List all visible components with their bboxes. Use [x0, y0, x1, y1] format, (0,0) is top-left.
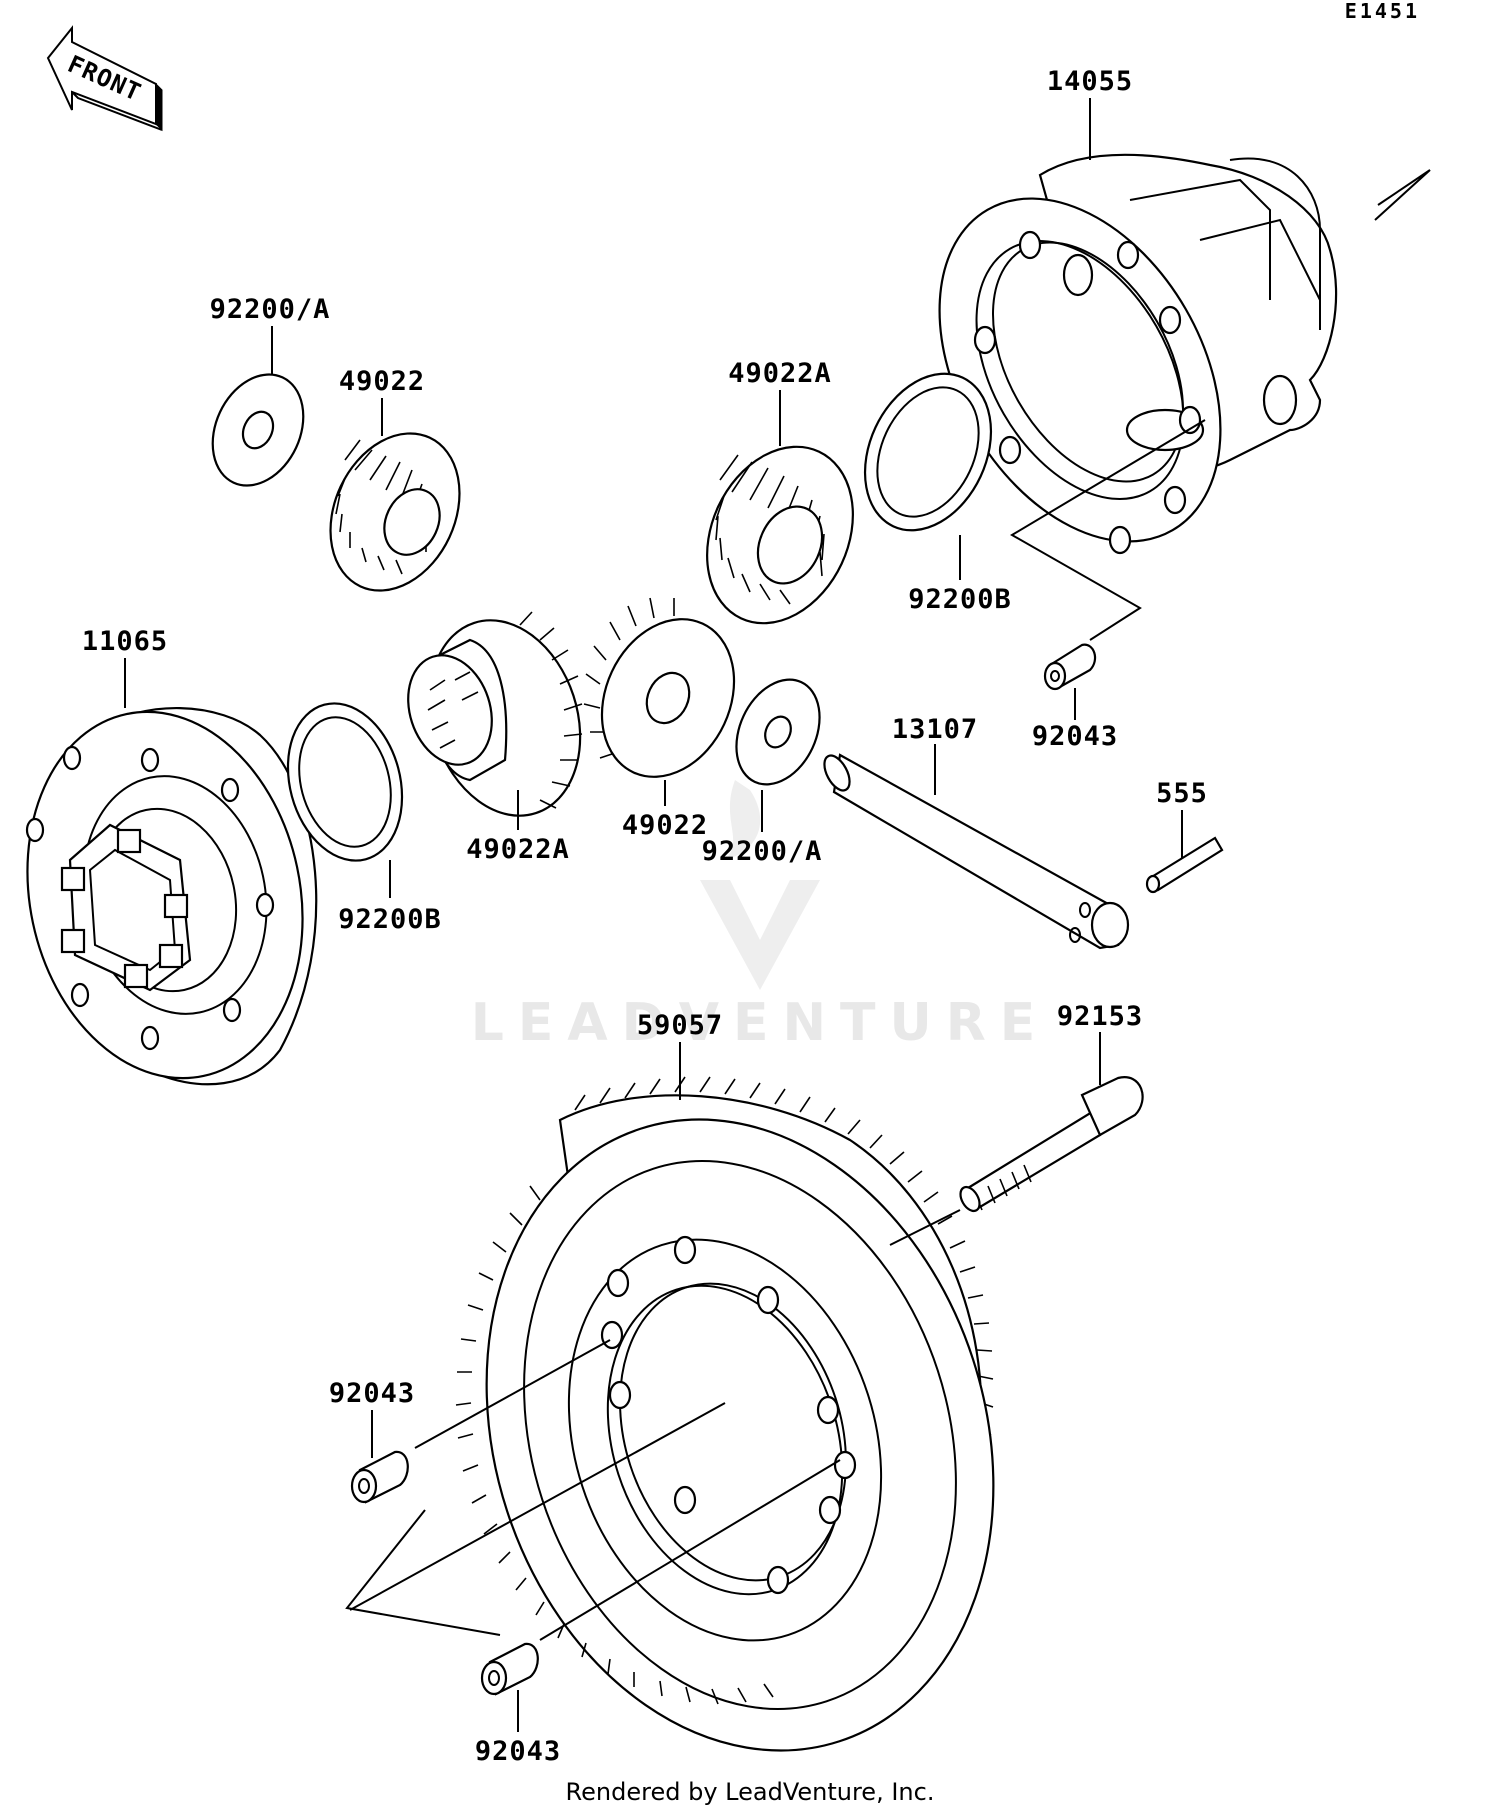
drawing-code: E1451: [1345, 0, 1420, 23]
dowel-bottom: [480, 1642, 539, 1696]
label-92043-left: 92043: [329, 1378, 415, 1409]
pin-upper: [1043, 643, 1097, 691]
bevel-gear-upper: [329, 432, 461, 592]
watermark-text: LEADVENTURE: [471, 993, 1050, 1053]
dowel-left: [350, 1450, 409, 1504]
front-arrow-icon: FRONT: [46, 25, 163, 132]
bolt: [889, 1076, 1144, 1246]
label-92200b-lower: 92200B: [338, 904, 442, 935]
label-14055: 14055: [1047, 66, 1133, 97]
label-92043-bottom: 92043: [475, 1736, 561, 1767]
label-59057: 59057: [637, 1010, 723, 1041]
washer-b-lower: [286, 702, 404, 862]
washer-a-lower: [735, 678, 821, 786]
label-92200b-upper: 92200B: [908, 584, 1012, 615]
washer-a-upper: [211, 373, 305, 487]
label-555: 555: [1156, 778, 1208, 809]
bevel-gear-a-upper: [706, 445, 854, 625]
label-49022a-lower: 49022A: [466, 834, 570, 865]
label-11065: 11065: [82, 626, 168, 657]
shaft: [823, 753, 1130, 950]
cover-flange: [25, 707, 318, 1086]
label-49022-lower: 49022: [622, 810, 708, 841]
watermark: LEADVENTURE: [471, 780, 1050, 1053]
label-13107: 13107: [892, 714, 978, 745]
bevel-gear-lower: [583, 597, 736, 778]
ring-gear: [455, 1076, 995, 1752]
label-49022a-upper: 49022A: [728, 358, 832, 389]
washer-b-upper: [863, 372, 993, 532]
pin-small: [1145, 836, 1224, 894]
label-49022-upper: 49022: [339, 366, 425, 397]
label-92043-upper: 92043: [1032, 721, 1118, 752]
render-credit: Rendered by LeadVenture, Inc.: [566, 1778, 935, 1806]
bevel-gear-a-lower: [407, 611, 583, 817]
label-92200a-lower: 92200/A: [702, 836, 823, 867]
label-92153: 92153: [1057, 1001, 1143, 1032]
differential-case: [938, 153, 1431, 555]
label-92200a-upper: 92200/A: [210, 294, 331, 325]
